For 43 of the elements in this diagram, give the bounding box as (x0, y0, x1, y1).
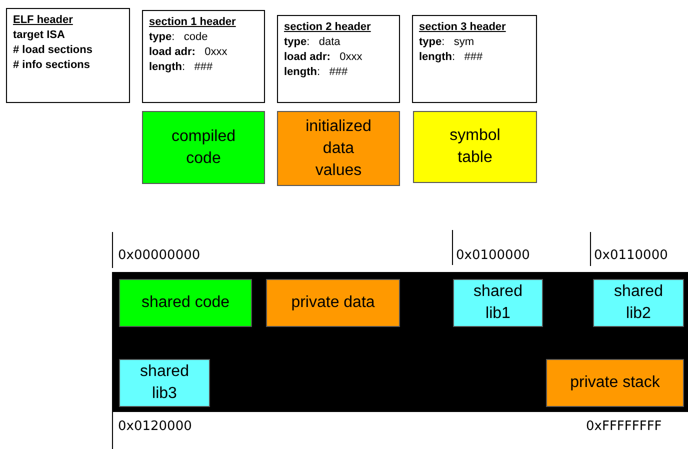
memory-region (593, 279, 684, 327)
header-field: length: ### (149, 60, 258, 75)
section-block (413, 111, 537, 183)
header-field: type: data (284, 35, 393, 50)
address-label: 0x00000000 (118, 248, 200, 263)
header-field: target ISA (13, 28, 123, 43)
memory-region (119, 359, 210, 407)
memory-region (546, 359, 684, 407)
address-label: 0x0110000 (594, 248, 668, 263)
header-field: type: sym (419, 35, 530, 50)
memory-region (119, 279, 252, 327)
memory-bar (112, 272, 688, 412)
region-label: shared lib3 (140, 362, 189, 404)
header-title: section 1 header (149, 15, 237, 30)
header-box (142, 10, 265, 103)
memory-region (266, 279, 400, 327)
header-field: length: ### (284, 65, 393, 80)
header-field: load adr: 0xxx (149, 45, 258, 60)
header-field: length: ### (419, 50, 530, 65)
address-label: 0x0100000 (456, 248, 530, 263)
region-label: symbol table (448, 126, 502, 168)
header-field: # info sections (13, 58, 123, 73)
section-block (277, 111, 400, 186)
memory-region (453, 279, 543, 327)
region-label: shared code (141, 293, 230, 313)
header-field: load adr: 0xxx (284, 50, 393, 65)
region-label: compiled code (170, 126, 237, 168)
header-title: ELF header (13, 13, 74, 28)
region-label: private stack (570, 373, 660, 393)
section-block (142, 111, 265, 184)
address-label: 0x0120000 (118, 419, 192, 434)
region-label: shared lib1 (474, 282, 522, 324)
header-title: section 3 header (419, 20, 507, 35)
header-box (277, 15, 400, 103)
header-field: # load sections (13, 43, 123, 58)
region-label: shared lib2 (614, 282, 663, 324)
header-title: section 2 header (284, 20, 372, 35)
address-label: 0xFFFFFFFF (586, 419, 662, 434)
header-box (6, 8, 130, 103)
region-label: private data (291, 293, 375, 313)
header-field: type: code (149, 30, 258, 45)
region-label: initialized data values (304, 116, 372, 180)
header-box (412, 15, 537, 103)
